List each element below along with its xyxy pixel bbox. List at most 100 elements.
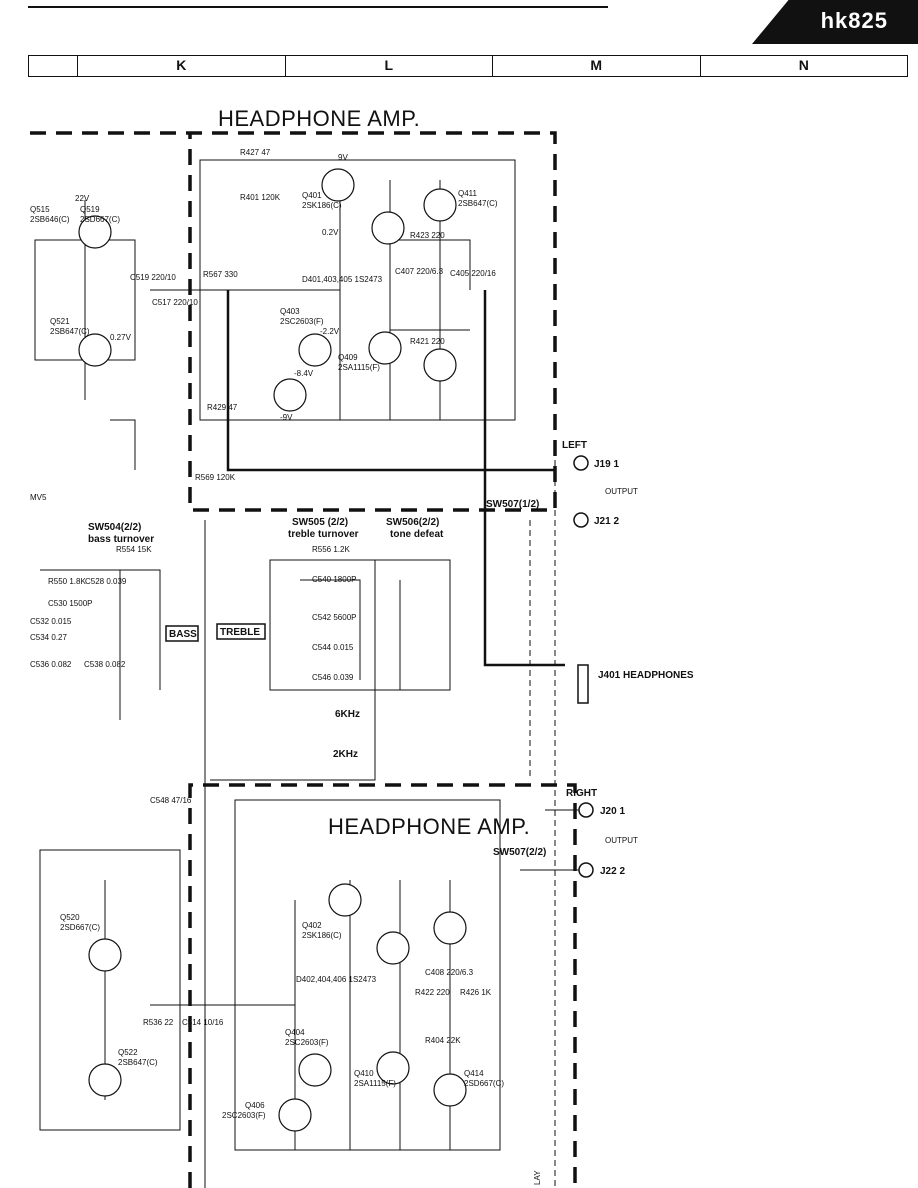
q520-part: 2SD667(C) [60, 923, 100, 932]
q515-label: Q515 [30, 205, 50, 214]
c406-label: R426 1K [460, 988, 492, 997]
sw507-lower-label: SW507(2/2) [493, 847, 546, 858]
q411-label: Q411 [458, 189, 478, 198]
freq-high: 6KHz [335, 709, 360, 720]
j22-label: J22 2 [600, 866, 625, 877]
q404-symbol [298, 1053, 332, 1087]
c546-label: C546 0.039 [312, 673, 354, 682]
freq-low: 2KHz [333, 749, 358, 760]
q519-symbol [78, 215, 112, 249]
bass-box [165, 625, 199, 642]
r429-label: R429 47 [207, 403, 238, 412]
voltage-neg2-2v: -2.2V [320, 327, 340, 336]
r556-label: R556 1.2K [312, 545, 350, 554]
q410-label: Q410 [354, 1069, 374, 1078]
voltage-0-27v: 0.27V [110, 333, 132, 342]
r550-label: R550 1.8K [48, 577, 86, 586]
c408-label: R422 220 [415, 988, 450, 997]
grid-cell-l: L [284, 56, 493, 76]
q410-part: 2SA1115(F) [354, 1079, 396, 1088]
q401-part: 2SK186(C) [302, 201, 342, 210]
sw506-label: SW506(2/2) [386, 517, 439, 528]
q522-part: 2SB647(C) [118, 1058, 158, 1067]
q411-symbol [423, 188, 457, 222]
sw505-label: SW505 (2/2) [292, 517, 348, 528]
top-rule [28, 6, 608, 8]
headphone-jack [577, 664, 589, 704]
q407-symbol [371, 211, 405, 245]
q403-symbol [298, 333, 332, 367]
voltage-neg8-4v: -8.4V [294, 369, 314, 378]
c520-label: C514 10/16 [182, 1018, 224, 1027]
q406-symbol [278, 1098, 312, 1132]
treble-box [216, 623, 266, 640]
sw504-sub: bass turnover [88, 534, 154, 545]
r421-label: R421 220 [410, 337, 445, 346]
grid-ruler: K L M N [28, 55, 908, 77]
q404-part: 2SC2603(F) [285, 1038, 329, 1047]
q404-label: Q404 [285, 1028, 305, 1037]
model-label: hk825 [820, 8, 888, 33]
q401-label: Q401 [302, 191, 322, 200]
q402-part: 2SK186(C) [302, 931, 342, 940]
r545-label: MV5 [30, 493, 47, 502]
r427-label: R427 47 [240, 148, 271, 157]
q519-part: 2SD667(C) [80, 215, 120, 224]
voltage-neg9v: -9V [280, 413, 293, 422]
voltage-22v: 22V [75, 194, 90, 203]
q406-part: 2SC2603(F) [222, 1111, 266, 1120]
sw504-label: SW504(2/2) [88, 522, 141, 533]
c530-label: C530 1500P [48, 599, 92, 608]
grid-cell-m: M [492, 56, 700, 76]
lower-amp-boundary [188, 783, 577, 1188]
c532-label: C532 0.015 [30, 617, 72, 626]
q522-label: Q522 [118, 1048, 138, 1057]
r554-label: R554 15K [116, 545, 152, 554]
q515-part: 2SB646(C) [30, 215, 70, 224]
r422-label: R404 22K [425, 1036, 461, 1045]
r424-label: C408 220/6.3 [425, 968, 474, 977]
q403-part: 2SC2603(F) [280, 317, 324, 326]
bass-label: BASS [169, 629, 197, 640]
q405-symbol [273, 378, 307, 412]
q402-label: Q402 [302, 921, 322, 930]
c517-label: C517 220/10 [152, 298, 198, 307]
c528-label: C528 0.039 [85, 577, 127, 586]
q412-symbol [433, 911, 467, 945]
q408-symbol [376, 931, 410, 965]
c540-label: C540 1800P [312, 575, 356, 584]
q413-symbol [423, 348, 457, 382]
lower-section-title: HEADPHONE AMP. [328, 814, 530, 839]
c405-label: C405 220/16 [450, 269, 496, 278]
j20-jack [578, 802, 594, 818]
lower-diodes: D402,404,406 1S2473 [296, 975, 377, 984]
j19-label: J19 1 [594, 459, 619, 470]
j21-jack [573, 512, 589, 528]
c519-label: C519 220/10 [130, 273, 176, 282]
q521-label: Q521 [50, 317, 70, 326]
r567-label: R567 330 [203, 270, 238, 279]
c538-label: C538 0.082 [84, 660, 126, 669]
q414-part: 2SD667(C) [464, 1079, 504, 1088]
q520-label: Q520 [60, 913, 80, 922]
output-label-upper: OUTPUT [605, 487, 638, 496]
voltage-9v: 9V [338, 153, 348, 162]
q521-part: 2SB647(C) [50, 327, 90, 336]
j22-jack [578, 862, 594, 878]
upper-diodes: D401,403,405 1S2473 [302, 275, 383, 284]
q406-label: Q406 [245, 1101, 265, 1110]
q520-symbol [88, 938, 122, 972]
sw507-upper-label: SW507(1/2) [486, 499, 539, 510]
treble-label: TREBLE [220, 627, 260, 638]
j20-label: J20 1 [600, 806, 625, 817]
c536-label: C536 0.082 [30, 660, 72, 669]
q401-symbol [321, 168, 355, 202]
output-label-lower: OUTPUT [605, 836, 638, 845]
q411-part: 2SB647(C) [458, 199, 498, 208]
q410-symbol [376, 1051, 410, 1085]
c518-label: R536 22 [143, 1018, 174, 1027]
q409-label: Q409 [338, 353, 358, 362]
q403-label: Q403 [280, 307, 300, 316]
q414-symbol [433, 1073, 467, 1107]
r569-label: R569 120K [195, 473, 236, 482]
